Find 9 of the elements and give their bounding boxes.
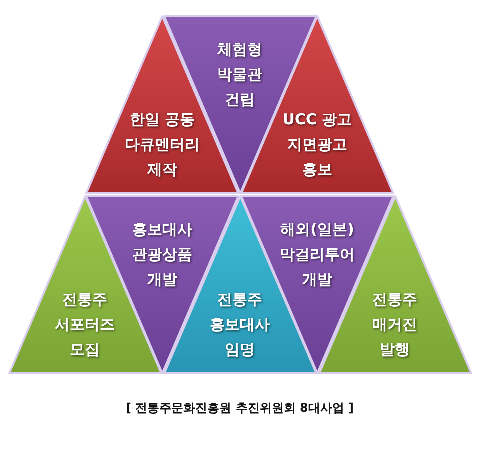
triangle-label: 한일 공동 다큐멘터리 제작 — [124, 110, 201, 180]
triangle-label: 전통주 매거진 발행 — [372, 290, 418, 360]
triangle-label: 홍보대사 관광상품 개발 — [132, 220, 194, 290]
triangle-label: 전통주 홍보대사 임명 — [209, 290, 271, 360]
triangle-label: UCC 광고 지면광고 홍보 — [282, 110, 354, 180]
triangle-label: 해외(일본) 막걸리투어 개발 — [279, 220, 356, 290]
triangle-label: 전통주 서포터즈 모집 — [54, 290, 116, 360]
triangle-label: 체험형 박물관 건립 — [216, 40, 264, 110]
caption: [ 전통주문화진흥원 추진위원회 8대사업 ] — [124, 400, 356, 417]
